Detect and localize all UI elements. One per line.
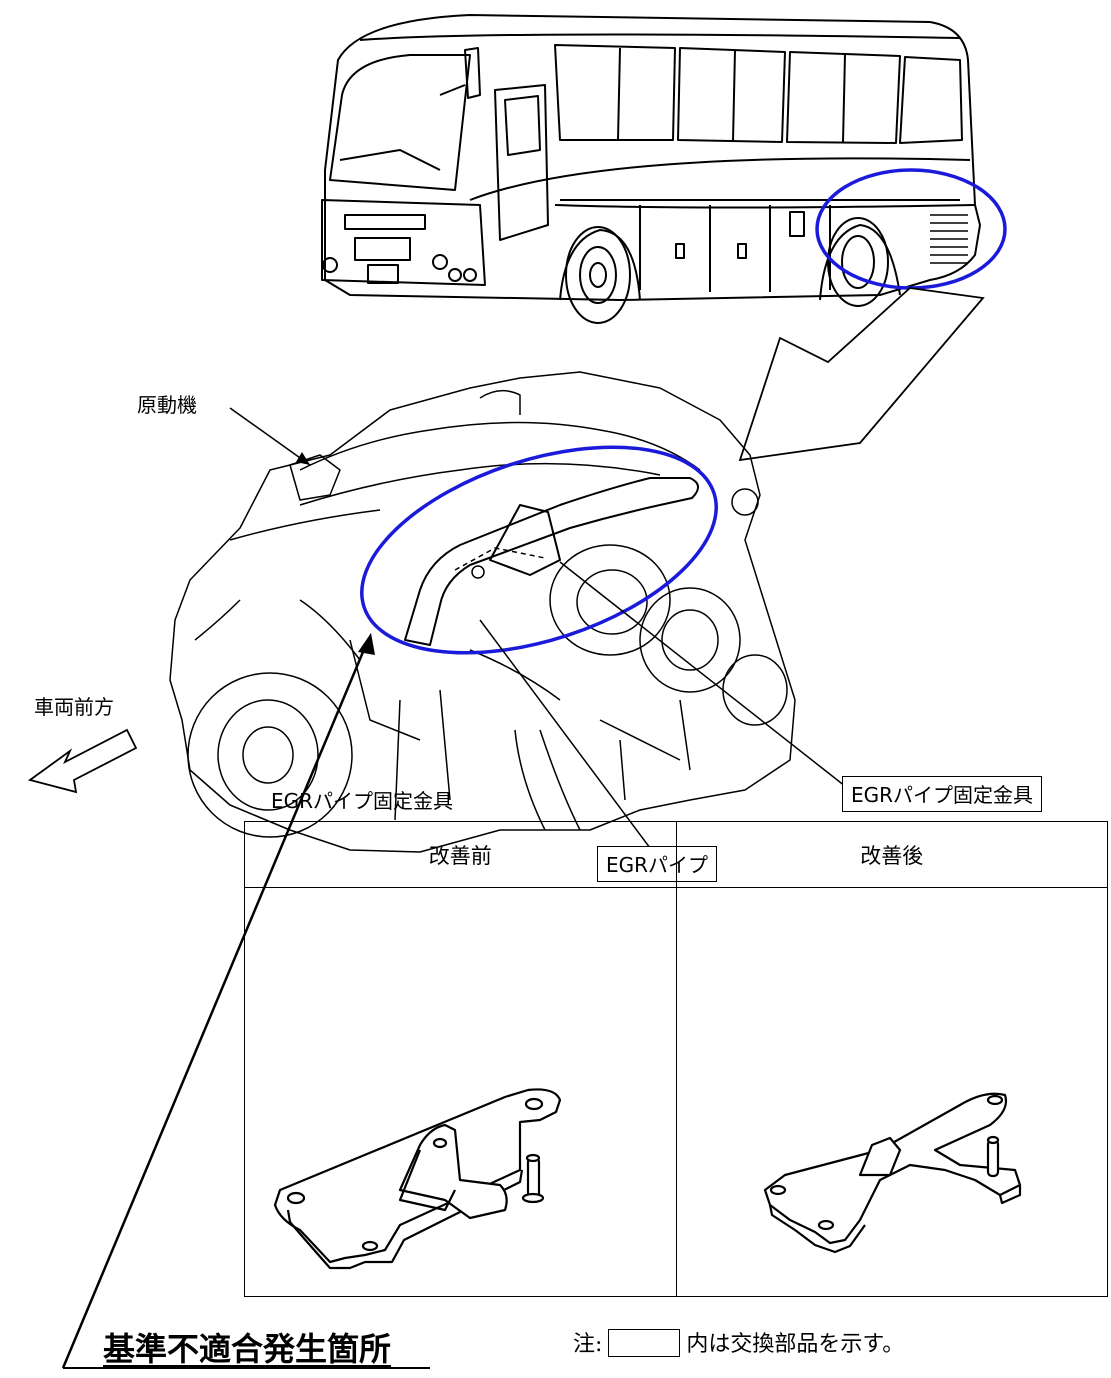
bus-illustration: [321, 14, 981, 324]
vehicle-front-arrow: [27, 728, 138, 794]
note-legend-box: [608, 1329, 681, 1357]
nonconformity-leader-line: [61, 639, 370, 1369]
after-header: 改善後: [675, 821, 1108, 888]
bracket-comparison-table: 改善前 改善後: [244, 821, 1108, 1297]
egr-bracket-callout: EGRパイプ固定金具: [842, 776, 1043, 812]
after-image-cell: [675, 887, 1108, 1297]
nonconformity-arrowhead: [358, 633, 375, 655]
engine-highlight-ellipse: [360, 445, 718, 655]
note-suffix: 内は交換部品を示す。: [686, 1332, 905, 1357]
before-image-cell: [244, 887, 677, 1297]
callout-arrow: [738, 287, 985, 462]
engine-leader-arrowhead: [296, 452, 310, 465]
leader-lines: [229, 407, 851, 849]
replacement-note: 注: 内は交換部品を示す。: [573, 1326, 904, 1361]
bus-highlight-ellipse: [815, 168, 1007, 290]
note-prefix: 注:: [573, 1332, 603, 1357]
engine-label: 原動機: [137, 393, 197, 417]
nonconformity-location-title: 基準不適合発生箇所: [103, 1330, 392, 1368]
before-header: 改善前: [244, 821, 677, 888]
table-caption: EGRパイプ固定金具: [271, 789, 454, 813]
vehicle-front-label: 車両前方: [34, 695, 114, 719]
engine-illustration: [169, 371, 796, 853]
